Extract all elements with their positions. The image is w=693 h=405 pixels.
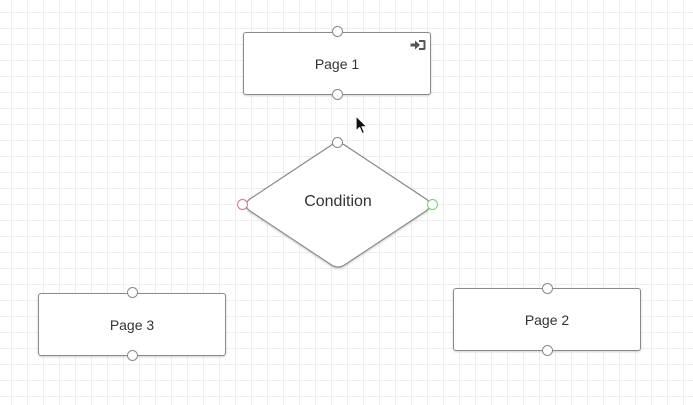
condition-false-port[interactable] (237, 199, 248, 210)
node-page-2-label: Page 2 (524, 311, 570, 328)
page-3-input-port[interactable] (127, 287, 138, 298)
page-2-output-port[interactable] (542, 345, 553, 356)
page-2-input-port[interactable] (542, 283, 553, 294)
page-1-output-port[interactable] (332, 89, 343, 100)
page-1-input-port[interactable] (332, 26, 343, 37)
node-page-1-label: Page 1 (314, 55, 360, 72)
mouse-pointer-icon (355, 115, 368, 135)
page-3-output-port[interactable] (127, 350, 138, 361)
condition-true-port[interactable] (427, 199, 438, 210)
node-page-2[interactable]: Page 2 (453, 288, 641, 351)
entry-point-icon (409, 38, 427, 52)
node-page-1[interactable]: Page 1 (243, 32, 431, 95)
node-page-3-label: Page 3 (109, 316, 155, 333)
condition-diamond-shape[interactable] (245, 142, 431, 268)
condition-input-port[interactable] (332, 137, 343, 148)
node-page-3[interactable]: Page 3 (38, 293, 226, 356)
